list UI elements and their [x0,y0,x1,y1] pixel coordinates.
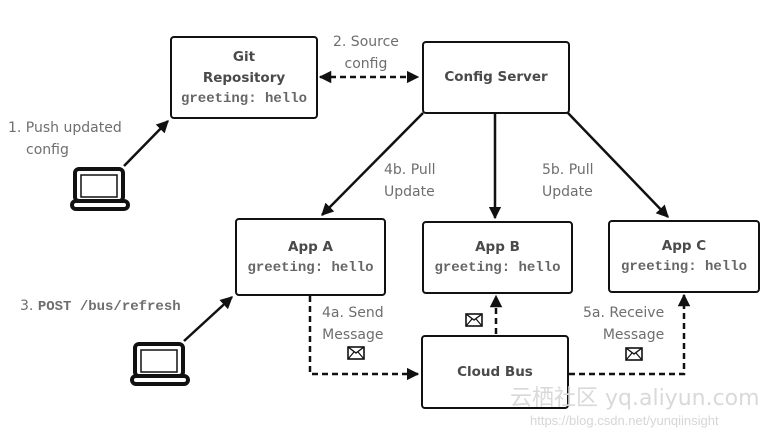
step2-line1: 2. Source [333,34,399,50]
git-repository-config: greeting: hello [180,90,308,107]
step3-label: 3. POST /bus/refresh [20,295,181,318]
step5a-line1: 5a. Receive [583,305,665,321]
arrow-pull-update-a [321,112,424,216]
app-c-box: App C greeting: hello [608,220,760,293]
step4a-line2: Message [322,327,384,343]
app-a-config: greeting: hello [247,259,374,276]
git-repository-title-line2: Repository [202,69,286,86]
app-b-title: App B [475,239,520,255]
arrow-send-message [308,296,420,381]
step5b-line2: Update [542,184,593,200]
watermark-site: 云栖社区 yq.aliyun.com [510,386,760,411]
app-a-title: App A [288,238,333,255]
envelope-icon [347,346,365,360]
config-server-box: Config Server [422,41,570,114]
app-a-box: App A greeting: hello [235,218,386,296]
step5b-line1: 5b. Pull [542,162,594,178]
step5b-label: 5b. Pull Update [542,159,594,203]
step3-command: POST /bus/refresh [37,299,181,315]
arrow-post-refresh [183,296,233,342]
watermark-url: https://blog.csdn.net/yunqiinsight [530,413,719,428]
envelope-icon [625,347,643,361]
git-repository-title: Git [232,48,256,65]
app-b-config: greeting: hello [434,260,561,276]
cloud-bus-box: Cloud Bus [421,335,569,409]
arrow-push-config [123,120,169,167]
step4b-label: 4b. Pull Update [384,159,436,203]
app-c-title: App C [661,238,707,254]
step5a-line2: Message [602,327,665,343]
config-server-title: Config Server [444,69,548,85]
step1-line1: 1. Push updated [8,120,122,136]
step5a-label: 5a. Receive Message [583,302,664,346]
step4a-line1: 4a. Send [322,305,384,321]
cloud-bus-title: Cloud Bus [457,363,533,380]
step4b-line1: 4b. Pull [384,162,436,178]
git-repository-box: Git Repository greeting: hello [170,36,318,119]
step4b-line2: Update [384,184,435,200]
app-b-box: App B greeting: hello [422,221,573,294]
laptop-icon [70,167,130,211]
arrow-receive-message [569,293,691,376]
laptop-icon [130,342,190,386]
envelope-icon [465,313,483,327]
step2-label: 2. Source config [333,31,399,75]
arrow-pull-update-c [567,112,669,218]
step3-prefix: 3. [20,298,34,314]
step4a-label: 4a. Send Message [322,302,384,346]
step2-line2: config [344,56,388,72]
app-c-config: greeting: hello [620,259,748,275]
step1-label: 1. Push updated config [8,117,122,161]
step1-line2: config [26,142,69,158]
